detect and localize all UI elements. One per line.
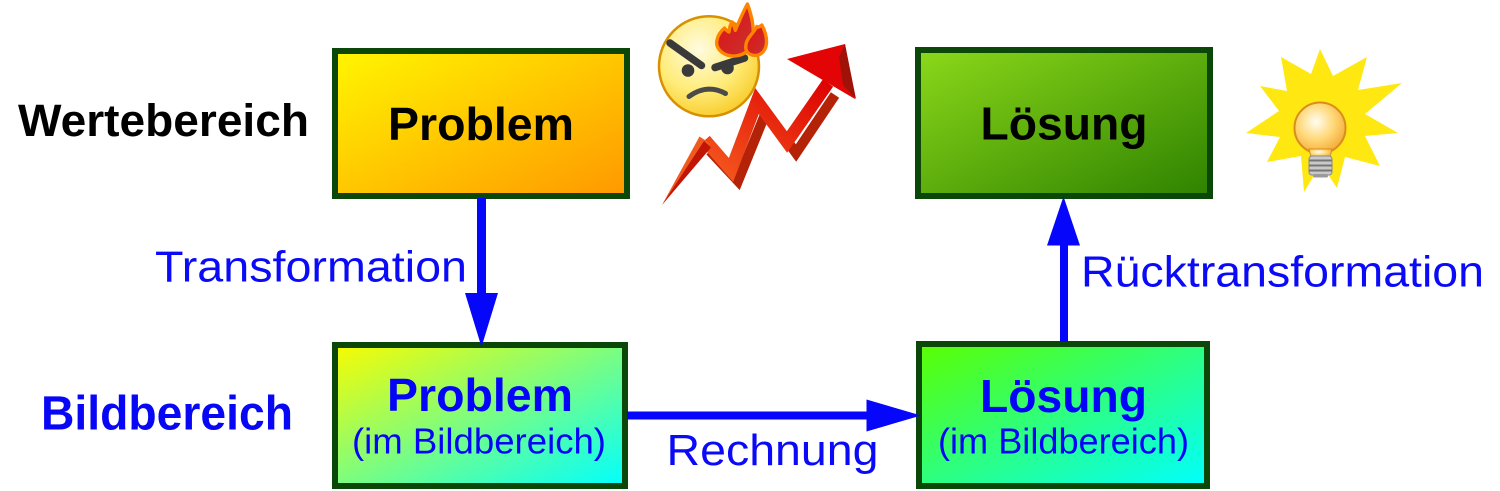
svg-text:Rechnung: Rechnung (667, 426, 879, 475)
svg-text:Problem: Problem (388, 98, 574, 150)
svg-text:(im Bildbereich): (im Bildbereich) (352, 421, 606, 462)
svg-text:Problem: Problem (387, 369, 573, 421)
svg-text:(im Bildbereich): (im Bildbereich) (938, 421, 1189, 462)
svg-text:Wertebereich: Wertebereich (18, 95, 309, 146)
svg-text:Lösung: Lösung (981, 98, 1148, 150)
svg-text:Bildbereich: Bildbereich (41, 388, 293, 441)
svg-text:Transformation: Transformation (155, 243, 467, 292)
svg-text:Rücktransformation: Rücktransformation (1081, 248, 1484, 297)
svg-text:Lösung: Lösung (980, 370, 1147, 422)
